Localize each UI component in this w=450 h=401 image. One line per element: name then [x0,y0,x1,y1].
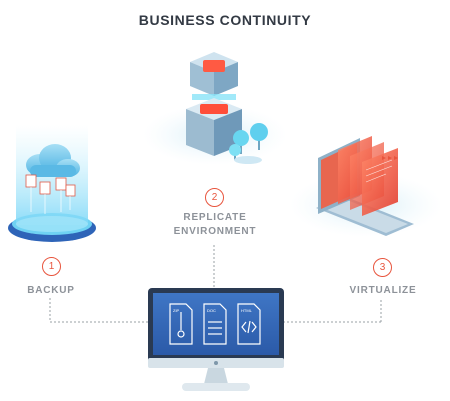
zip-file-icon [169,303,193,345]
html-label: HTML [241,308,253,313]
diagram-title: BUSINESS CONTINUITY [138,12,312,28]
step-1-label: BACKUP [27,285,75,296]
connector-lines [49,245,382,323]
step-1-number: 1 [42,257,61,276]
code-file-icon [237,303,261,345]
step-3-number: 3 [373,258,392,277]
doc-label: DOC [207,308,216,313]
monitor-icon: ZIP DOC HTML [148,288,284,391]
tree-icon [229,123,268,160]
step-2-label-line1: REPLICATE [183,212,247,223]
step-2-label-line2: ENVIRONMENT [173,226,257,237]
virtualize-laptop-icon [290,136,442,237]
text-file-icon [203,303,227,345]
zip-label: ZIP [173,308,180,313]
arrow-icon [382,156,398,160]
cloud-icon [26,144,80,177]
replicate-servers-icon [143,52,287,165]
step-3-label: VIRTUALIZE [349,285,417,296]
backup-cloud-icon [8,125,96,242]
step-2-number: 2 [205,188,224,207]
